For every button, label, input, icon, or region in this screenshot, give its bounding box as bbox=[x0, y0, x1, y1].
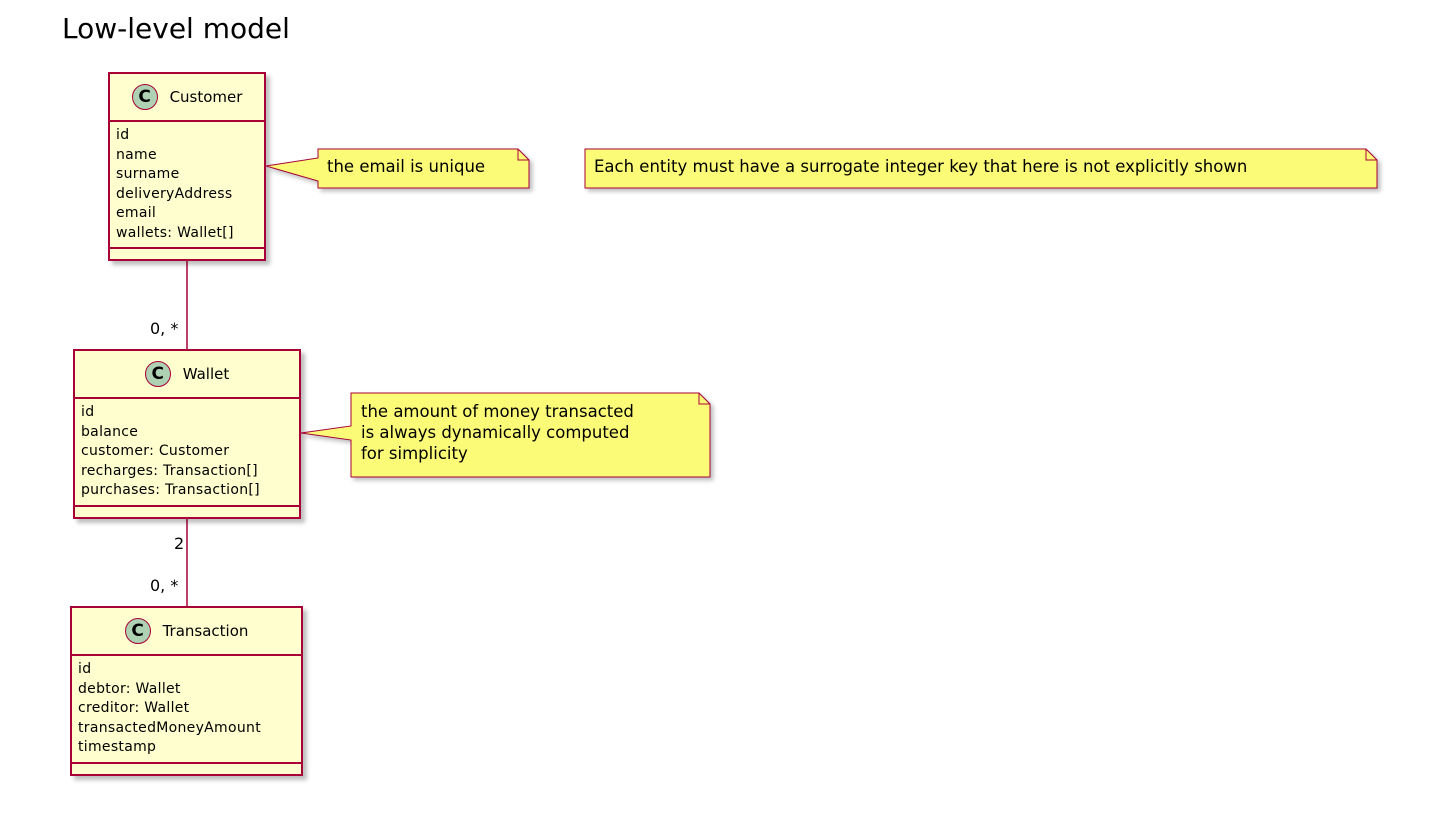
attribute: deliveryAddress bbox=[116, 185, 233, 202]
attribute: wallets: Wallet[] bbox=[116, 224, 234, 241]
class-icon: C bbox=[144, 361, 171, 387]
multiplicity-transaction-side: 0, * bbox=[150, 576, 178, 595]
attribute: surname bbox=[116, 166, 180, 182]
attribute: recharges: Transaction[] bbox=[81, 462, 258, 479]
note-money-fold bbox=[698, 393, 710, 405]
class-transaction-header: C Transaction bbox=[72, 608, 301, 656]
class-customer[interactable]: C Customer id name surname deliveryAddre… bbox=[108, 72, 266, 261]
class-customer-name: Customer bbox=[169, 88, 243, 106]
class-wallet-header: C Wallet bbox=[75, 351, 299, 399]
class-wallet[interactable]: C Wallet id balance customer: Customer r… bbox=[73, 349, 301, 519]
multiplicity-customer-wallet: 0, * bbox=[150, 319, 178, 338]
note-email-shape bbox=[265, 148, 530, 189]
class-icon: C bbox=[131, 84, 158, 110]
attribute: balance bbox=[81, 423, 139, 440]
attribute: id bbox=[116, 127, 130, 143]
multiplicity-wallet-side: 2 bbox=[174, 534, 184, 553]
class-wallet-attributes: id balance customer: Customer recharges:… bbox=[75, 399, 299, 507]
attribute: debtor: Wallet bbox=[78, 680, 181, 697]
note-surrogate-text: Each entity must have a surrogate intege… bbox=[594, 157, 1248, 176]
note-surrogate-fold bbox=[1365, 149, 1377, 161]
class-icon: C bbox=[124, 618, 151, 644]
attribute: purchases: Transaction[] bbox=[81, 482, 260, 498]
attribute: timestamp bbox=[78, 739, 157, 755]
class-customer-attributes: id name surname deliveryAddress email wa… bbox=[110, 122, 264, 249]
note-money-line: is always dynamically computed bbox=[361, 423, 630, 442]
page-title: Low-level model bbox=[62, 12, 290, 45]
note-money-line: for simplicity bbox=[361, 444, 468, 463]
note-money-text: the amount of money transacted is always… bbox=[361, 401, 634, 464]
class-transaction-name: Transaction bbox=[162, 622, 249, 640]
note-money-shape bbox=[300, 392, 711, 478]
class-transaction-attributes: id debtor: Wallet creditor: Wallet trans… bbox=[72, 656, 301, 764]
attribute: creditor: Wallet bbox=[78, 700, 190, 716]
note-email-fold bbox=[517, 149, 529, 161]
attribute: name bbox=[116, 146, 157, 163]
note-surrogate-shape bbox=[584, 148, 1378, 189]
attribute: email bbox=[116, 205, 157, 221]
attribute: customer: Customer bbox=[81, 443, 230, 459]
note-email-text: the email is unique bbox=[327, 157, 486, 176]
note-money-line: the amount of money transacted bbox=[361, 402, 634, 421]
class-customer-header: C Customer bbox=[110, 74, 264, 122]
attribute: id bbox=[78, 661, 92, 677]
attribute: id bbox=[81, 404, 95, 420]
class-transaction[interactable]: C Transaction id debtor: Wallet creditor… bbox=[70, 606, 303, 776]
class-wallet-name: Wallet bbox=[182, 365, 230, 383]
attribute: transactedMoneyAmount bbox=[78, 719, 261, 736]
